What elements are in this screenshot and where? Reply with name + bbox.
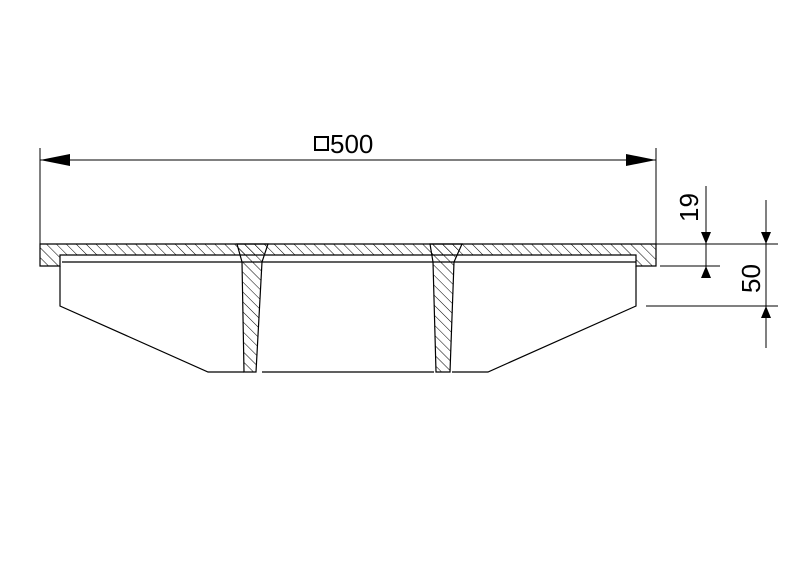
height-label-50: 50 (736, 264, 766, 293)
left-rib-section (236, 243, 269, 373)
square-symbol (314, 136, 329, 151)
left-outer-wall (59, 266, 244, 373)
height-label-19: 19 (674, 193, 704, 222)
arrowhead-left (40, 154, 70, 166)
top-flange (39, 243, 657, 267)
arrowhead-right (626, 154, 656, 166)
arrow-19-top (701, 232, 711, 244)
right-rib-section (429, 243, 463, 373)
width-label: 500 (330, 129, 373, 159)
right-outer-wall (452, 266, 637, 373)
arrow-50-bottom (761, 306, 771, 318)
height-dimension-50: 50 (646, 200, 778, 348)
width-dimension: 500 (39, 129, 657, 244)
arrow-19-bottom (701, 266, 711, 278)
grate-frame-section (39, 243, 657, 373)
height-dimension-19: 19 (656, 186, 720, 278)
arrow-50-top (761, 232, 771, 244)
